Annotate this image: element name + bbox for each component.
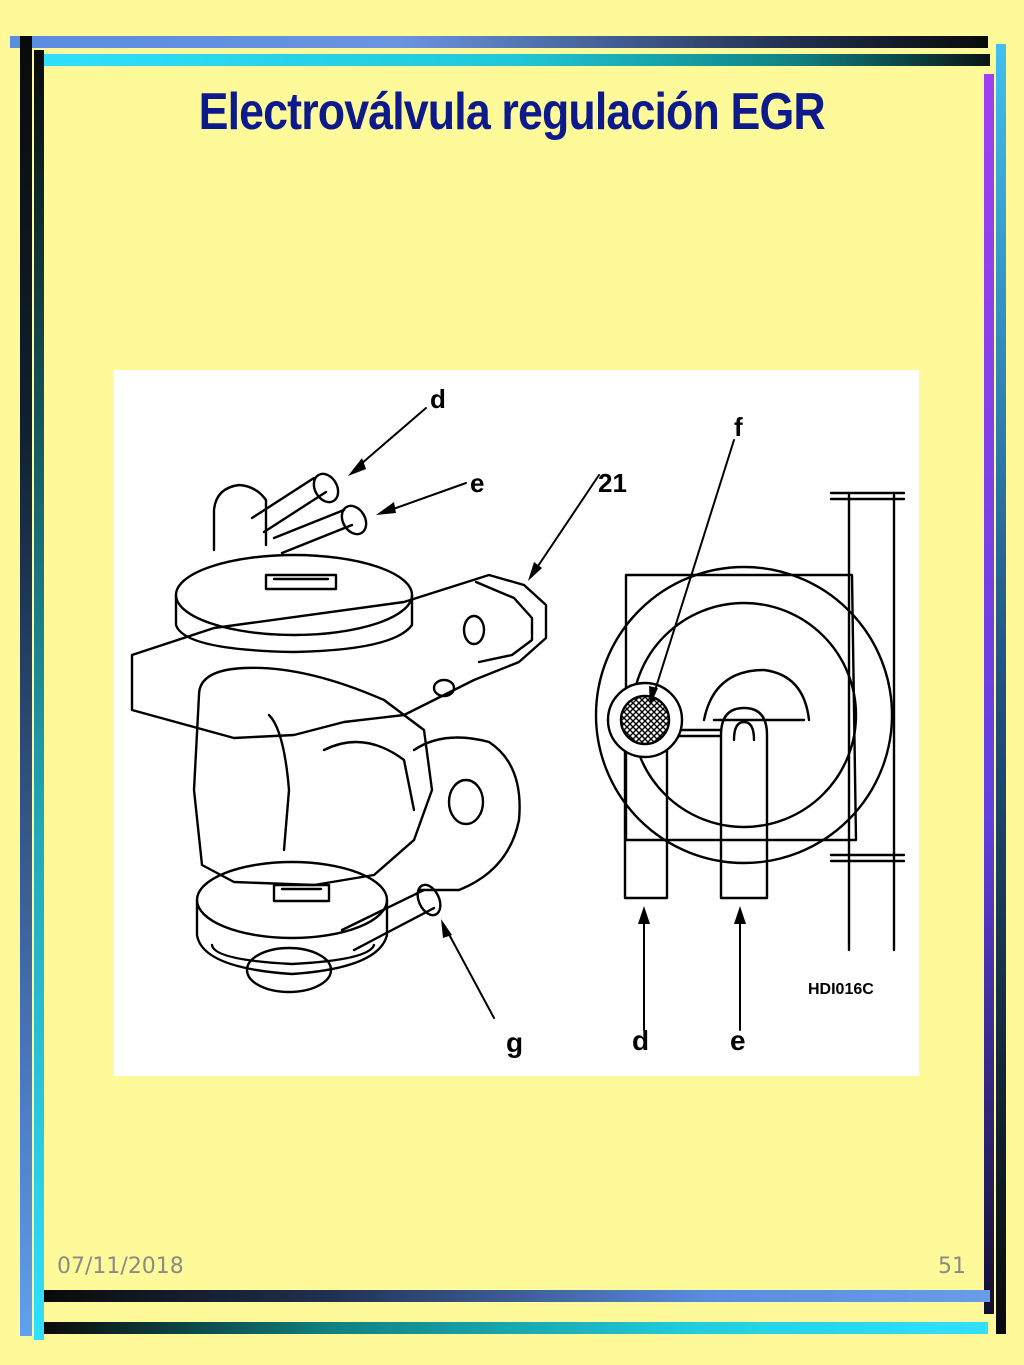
egr-valve-drawing: d e 21 f g d e HDI016C xyxy=(130,384,906,1058)
frame-bar-left-cyan xyxy=(34,50,44,1340)
frame-bar-right-purple xyxy=(984,74,994,1314)
label-d-bottom: d xyxy=(632,1025,649,1056)
frame-bar-right-dark xyxy=(996,44,1006,1334)
label-g: g xyxy=(506,1027,523,1058)
label-figure-code: HDI016C xyxy=(808,981,874,998)
frame-bar-top-cyan xyxy=(34,54,990,66)
footer-page-number: 51 xyxy=(938,1254,966,1279)
frame-bar-top-blue xyxy=(10,36,988,48)
valve-isometric-view xyxy=(130,472,548,994)
label-21: 21 xyxy=(598,468,627,498)
label-f: f xyxy=(734,412,743,442)
frame-bar-left-dark xyxy=(20,36,32,1336)
frame-bar-bottom-blue xyxy=(44,1290,990,1302)
leader-arrows xyxy=(353,407,741,1031)
frame-bar-bottom-cyan xyxy=(44,1322,988,1334)
valve-front-view xyxy=(594,491,906,952)
footer-date: 07/11/2018 xyxy=(57,1254,184,1279)
egr-valve-diagram: d e 21 f g d e HDI016C xyxy=(114,370,919,1076)
arrowheads xyxy=(348,458,746,938)
label-e-bottom: e xyxy=(730,1025,746,1056)
slide-title: Electroválvula regulación EGR xyxy=(198,83,826,141)
label-e-top: e xyxy=(470,468,484,498)
label-d-top: d xyxy=(430,384,446,414)
